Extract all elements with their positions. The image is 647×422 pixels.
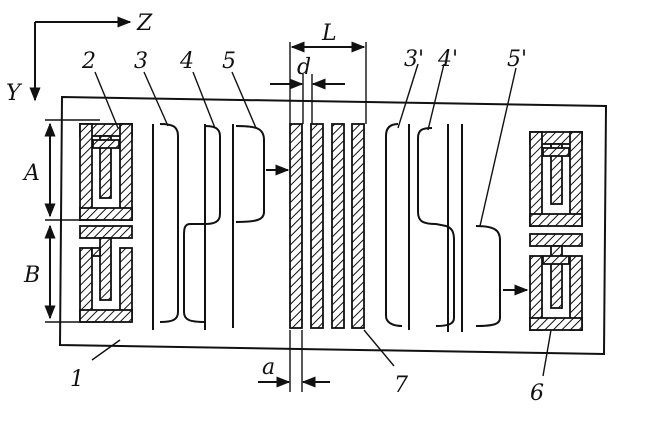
profile-3p [385,123,403,327]
output-transducer [529,131,583,331]
input-transducer [79,123,133,323]
dimension-L-d-a: L d a [258,21,367,392]
output-element-lower [529,233,583,331]
dim-A-label: A [22,161,40,186]
profile-5 [235,125,265,223]
label-7: 7 [394,373,408,398]
dim-B-label: B [23,263,40,288]
label-6: 6 [530,381,544,406]
callout-labels: 2 3 4 5 3' 4' 5' 1 7 6 [70,47,544,406]
dimension-A-B: A B [22,119,100,323]
grating-strips [289,123,365,329]
dim-d-label: d [297,55,311,80]
wave-profiles-left [152,123,290,330]
label-3-prime: 3' [404,47,424,72]
profile-5p [475,225,501,327]
coordinate-axes: Z Y [6,11,153,106]
y-axis-label: Y [6,81,23,106]
profile-3 [159,123,179,323]
label-2: 2 [81,49,96,74]
label-1: 1 [70,367,84,392]
label-5: 5 [222,49,236,74]
dim-L-label: L [321,21,337,46]
dim-a-label: a [262,355,275,380]
wave-profiles-right [385,123,529,332]
label-4-prime: 4' [437,47,458,72]
transducer-element-lower [79,225,133,323]
label-3: 3 [134,49,148,74]
transducer-element-upper [79,123,133,221]
substrate-plate [58,95,608,356]
profile-4 [183,125,221,323]
z-axis-label: Z [136,11,153,36]
leader-lines [91,63,552,377]
label-4: 4 [179,49,194,74]
output-element-upper [529,131,583,227]
profile-4p [417,127,455,327]
label-5-prime: 5' [507,47,527,72]
